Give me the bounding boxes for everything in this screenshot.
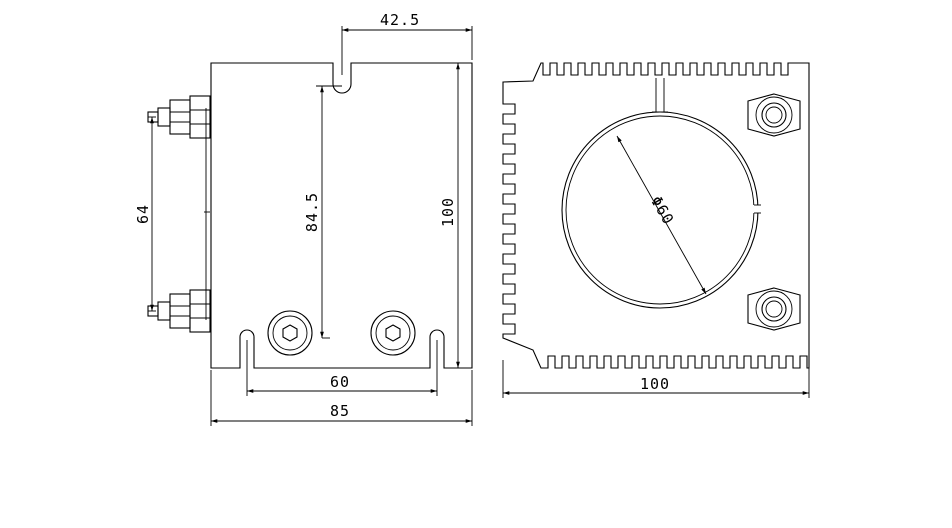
terminal-bottom-icon bbox=[147, 289, 211, 333]
dim-height: 100 bbox=[439, 62, 472, 369]
front-view: Φ60 100 bbox=[502, 62, 810, 398]
heatsink-outline bbox=[502, 62, 810, 369]
dim-depth-to-slot: 84.5 bbox=[303, 85, 342, 339]
side-view: 42.5 100 84.5 64 60 bbox=[134, 11, 473, 426]
side-view-housing bbox=[210, 62, 473, 369]
mount-bolt-right-icon bbox=[370, 310, 416, 356]
dim-depth-to-slot-label: 84.5 bbox=[303, 192, 321, 232]
terminal-top-icon bbox=[147, 95, 211, 139]
dim-width-label: 85 bbox=[330, 402, 350, 420]
dim-slot-offset-label: 42.5 bbox=[380, 11, 420, 29]
dim-terminal-spacing-label: 64 bbox=[134, 204, 152, 224]
terminal-nut-top-icon bbox=[747, 93, 801, 137]
dim-width: 85 bbox=[210, 370, 473, 426]
dim-bore-diameter-label: Φ60 bbox=[647, 193, 678, 228]
mount-bolt-left-icon bbox=[267, 310, 313, 356]
terminal-nut-bottom-icon bbox=[747, 287, 801, 331]
dim-terminal-spacing: 64 bbox=[134, 116, 156, 312]
dim-mount-spacing: 60 bbox=[246, 340, 438, 396]
dim-slot-offset: 42.5 bbox=[341, 11, 473, 75]
dim-mount-spacing-label: 60 bbox=[330, 373, 350, 391]
dim-front-width: 100 bbox=[502, 360, 810, 398]
dim-front-width-label: 100 bbox=[640, 375, 670, 393]
dim-height-label: 100 bbox=[439, 197, 457, 227]
dim-bore-diameter: Φ60 bbox=[616, 135, 707, 295]
